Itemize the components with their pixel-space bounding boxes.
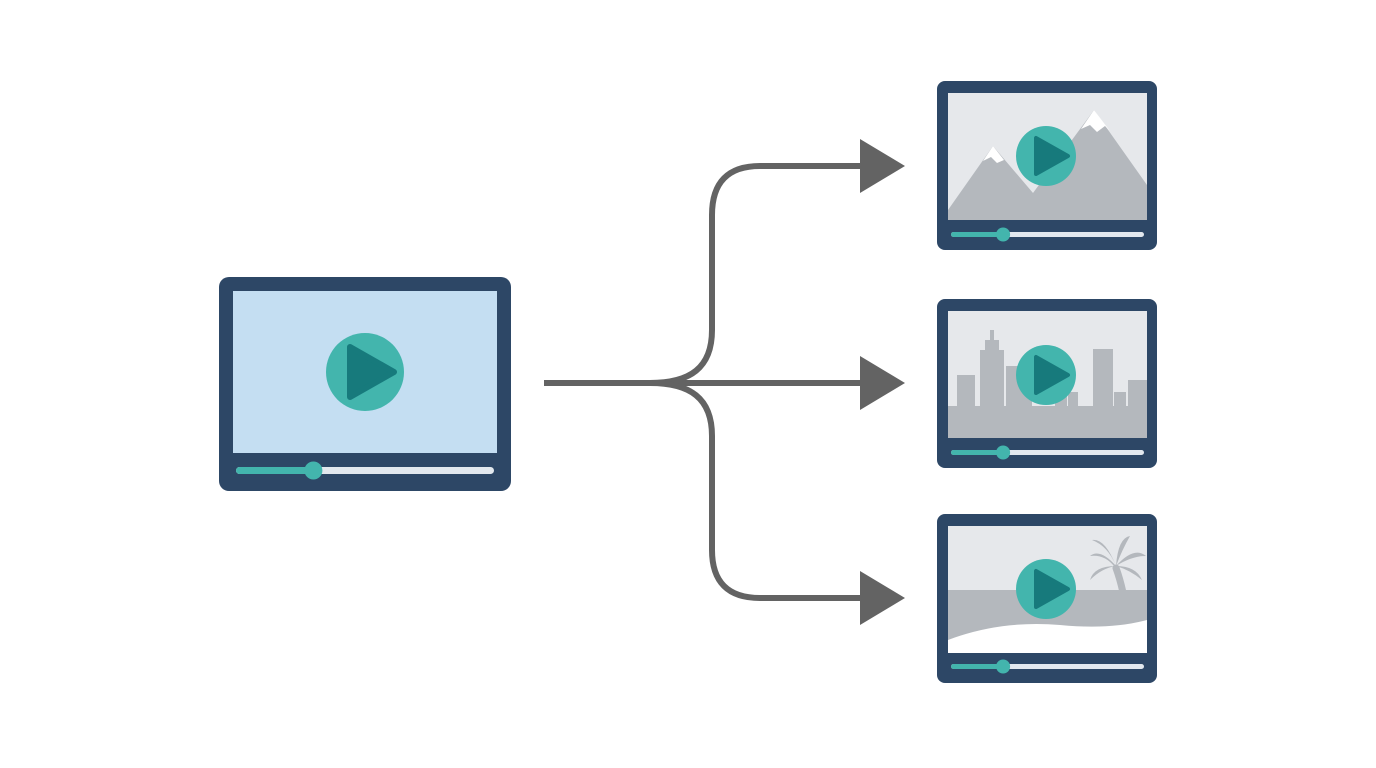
output-progress-bar [951,659,1144,674]
city-scene [948,330,1147,438]
branch-top-line [649,163,866,386]
mountain-scene [948,110,1147,220]
output-video-mountains [937,81,1157,250]
palm-tree [1090,536,1146,622]
play-icon [326,333,404,411]
progress-knob [996,659,1011,674]
arrowhead-top [860,139,905,193]
progress-fill [951,232,1004,237]
arrowheads [860,139,905,625]
progress-knob [996,227,1011,242]
play-icon [1016,559,1076,619]
branch-bottom-line [649,380,866,601]
arrowhead-middle [860,356,905,410]
branching-arrows [544,163,866,601]
progress-fill [951,664,1004,669]
source-progress-bar [236,461,494,480]
play-icon [1016,126,1076,186]
output-video-city-skyline [937,299,1157,468]
source-video-player [219,277,511,491]
progress-knob [304,461,323,480]
play-icon [1016,345,1076,405]
progress-fill [236,467,314,474]
output-video-beach [937,514,1157,683]
output-progress-bar [951,227,1144,242]
arrowhead-bottom [860,571,905,625]
progress-knob [996,445,1011,460]
output-progress-bar [951,445,1144,460]
progress-fill [951,450,1004,455]
